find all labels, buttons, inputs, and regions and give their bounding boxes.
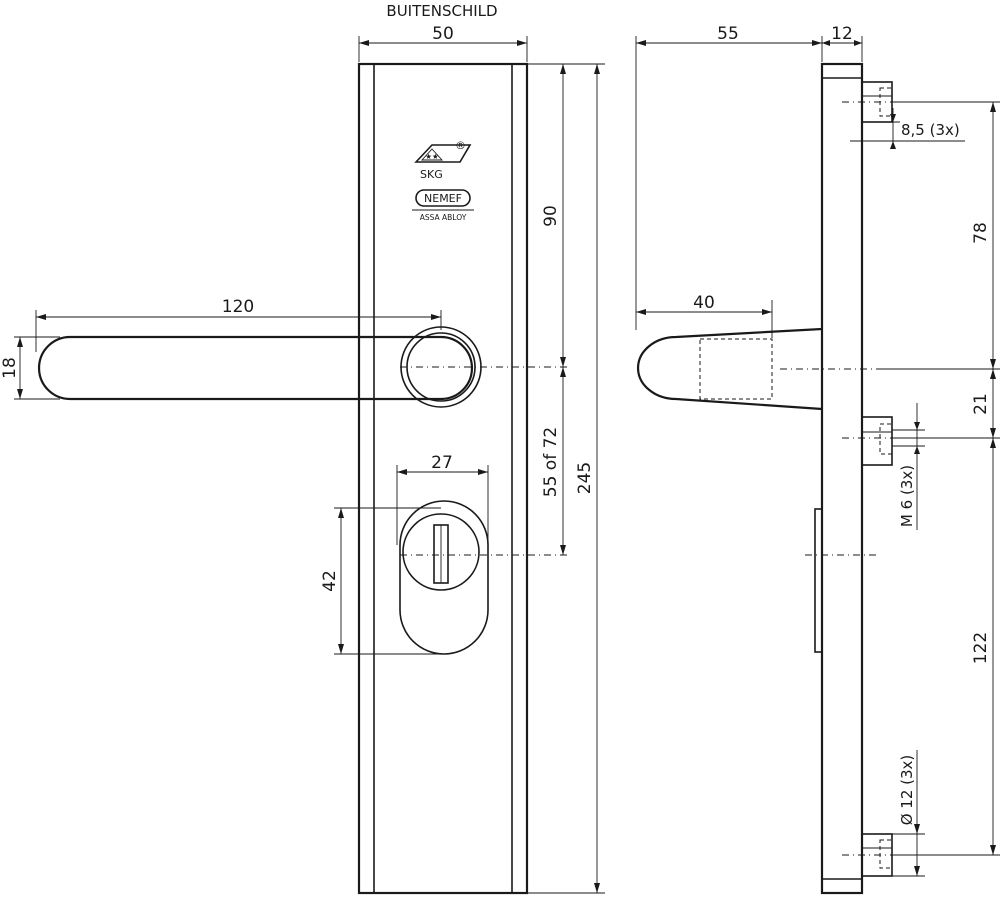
skg-text: SKG: [420, 168, 443, 181]
dim-cylinder-width: 27: [396, 453, 489, 545]
thread-label: M 6 (3x): [898, 465, 916, 527]
dim-thread: M 6 (3x): [892, 403, 925, 530]
dim-stud-diameter: Ø 12 (3x): [892, 750, 925, 877]
handle-to-stud-label: 21: [971, 393, 991, 415]
handle-depth-label: 40: [693, 293, 715, 313]
cylinder-rose: [399, 500, 489, 655]
cylinder-width-label: 27: [431, 453, 453, 473]
plate-height-label: 245: [575, 462, 595, 494]
nemef-logo: NEMEF ASSA ABLOY: [412, 189, 474, 222]
plate-side: [820, 62, 864, 895]
stud-offset-label: 8,5 (3x): [901, 121, 960, 139]
plate-thickness-label: 12: [831, 24, 853, 44]
handle-to-cylinder-label: 55 of 72: [541, 427, 561, 497]
escutcheon-plate: [357, 62, 529, 895]
skg-logo: ★★ SKG ®: [414, 139, 472, 181]
dim-plate-thickness: 12: [822, 24, 863, 62]
top-to-handle-label: 90: [541, 205, 561, 227]
top-stud-to-handle-label: 78: [971, 222, 991, 244]
nemef-text: NEMEF: [424, 192, 462, 205]
stud-span-label: 122: [971, 632, 991, 664]
svg-text:★★: ★★: [425, 152, 439, 161]
title-label: BUITENSCHILD: [386, 2, 497, 20]
dim-plate-width: 50: [358, 24, 528, 62]
registered-mark: ®: [455, 139, 466, 152]
plate-width-label: 50: [432, 24, 454, 44]
lever-handle: [37, 335, 474, 401]
dim-handle-thickness: 18: [0, 336, 60, 400]
dim-depth: 55: [635, 24, 823, 330]
stud-middle: [842, 416, 905, 466]
dim-handle-length: 120: [35, 297, 442, 352]
depth-label: 55: [717, 24, 739, 44]
stud-diameter-label: Ø 12 (3x): [898, 755, 916, 826]
dim-vertical-chain: 90 55 of 72 245: [527, 63, 605, 894]
dim-handle-depth: 40: [636, 293, 773, 338]
front-view: BUITENSCHILD ★★ SKG ® NEMEF ASSA ABLOY: [0, 2, 605, 895]
dim-stud-offset: 8,5 (3x): [850, 108, 965, 149]
assa-abloy-text: ASSA ABLOY: [420, 213, 467, 222]
handle-length-label: 120: [222, 297, 254, 317]
dim-right-chain: 78 21 122: [880, 101, 1000, 856]
dim-cylinder-height: 42: [320, 507, 441, 655]
lever-handle-side: [636, 327, 823, 411]
cylinder-height-label: 42: [320, 570, 340, 592]
handle-thickness-label: 18: [0, 357, 20, 379]
side-view: 55 12 40 8,5 (3x): [635, 24, 1000, 895]
cylinder-recess: [805, 508, 880, 653]
